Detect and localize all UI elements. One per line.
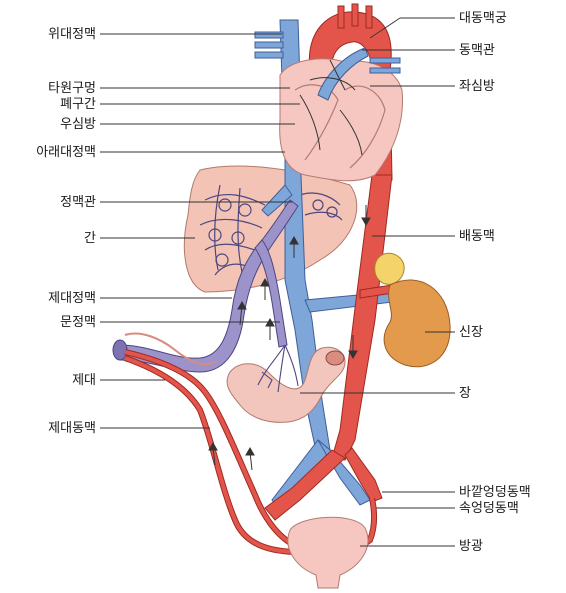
- iliac-artery-left: [264, 449, 346, 521]
- label-sup-vena-cava: 위대정맥: [48, 27, 96, 42]
- label-intestine: 장: [459, 386, 471, 401]
- label-dorsal-aorta: 배동맥: [459, 229, 495, 244]
- label-foramen-ovale: 타원구멍: [48, 81, 96, 96]
- mesenteric-vessels: [257, 344, 299, 393]
- label-ductus-venosus: 정맥관: [60, 195, 96, 210]
- right-leaders: [300, 17, 455, 547]
- heart-flow-arrows: [299, 59, 363, 156]
- label-bladder: 방광: [459, 539, 483, 554]
- right-labels: 대동맥궁 동맥관 좌심방 배동맥 신장 장 바깥엉덩동맥 속엉덩동맥 방광: [459, 11, 531, 554]
- umbilical-artery-2-fill: [124, 356, 377, 555]
- label-kidney: 신장: [459, 325, 483, 340]
- aortic-branches: [337, 3, 373, 29]
- adrenal-gland: [374, 252, 405, 285]
- descending-aorta: [331, 174, 393, 461]
- label-umbilical-artery: 제대동맥: [48, 421, 96, 436]
- left-labels: 위대정맥 타원구멍 폐구간 우심방 아래대정맥 정맥관 간 제대정맥 문정맥 제…: [36, 27, 96, 436]
- intestine-opening: [325, 350, 345, 366]
- label-left-atrium: 좌심방: [459, 79, 495, 94]
- label-int-iliac-artery: 속엉덩동맥: [459, 501, 519, 516]
- liver-vessel-net: [199, 184, 343, 276]
- kidney-shape: [383, 279, 451, 368]
- svc-branches: [254, 31, 284, 59]
- label-ductus-venosus-lung: 폐구간: [60, 97, 96, 112]
- bladder-shape: [287, 516, 369, 589]
- label-right-atrium: 우심방: [60, 117, 96, 132]
- heart-chambers: [294, 84, 386, 169]
- heart-shape: [279, 58, 404, 182]
- umbilical-cord-wrap: [124, 332, 216, 366]
- portal-vein-shape: [254, 239, 288, 348]
- label-portal-vein: 문정맥: [60, 315, 96, 330]
- iliac-artery-right: [344, 447, 383, 503]
- pulmonary-vessels: [369, 57, 401, 74]
- flow-arrows: [208, 205, 371, 471]
- intestine-shape: [226, 346, 346, 423]
- label-umbilical-cord: 제대: [72, 373, 96, 388]
- left-leaders: [100, 33, 300, 429]
- label-umbilical-vein: 제대정맥: [48, 291, 96, 306]
- label-inf-vena-cava: 아래대정맥: [36, 145, 96, 160]
- pulmonary-trunk: [317, 47, 369, 101]
- label-aortic-arch: 대동맥궁: [459, 11, 507, 26]
- label-liver: 간: [84, 231, 96, 246]
- umbilical-artery-1-fill: [124, 350, 301, 550]
- umbilical-cord-end: [112, 339, 128, 361]
- label-ext-iliac-artery: 바깥엉덩동맥: [459, 485, 531, 500]
- label-ductus-arteriosus: 동맥관: [459, 43, 495, 58]
